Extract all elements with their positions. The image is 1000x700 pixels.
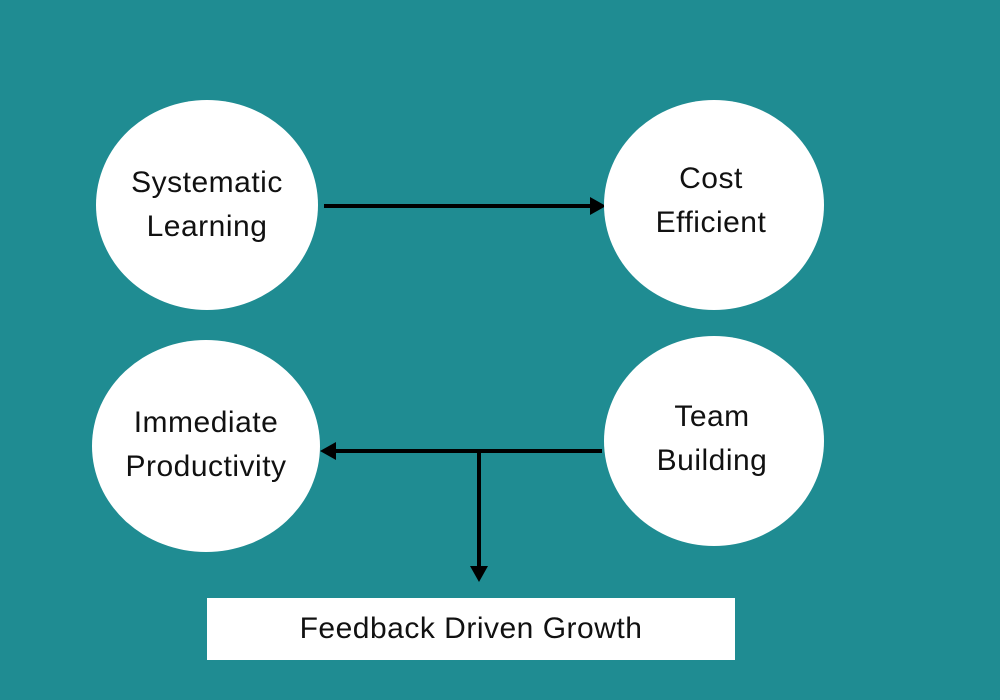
node-immediate-productivity-line1: Immediate [133, 406, 279, 439]
node-systematic-learning-label: Systematic Learning [131, 161, 283, 249]
node-immediate-productivity-label: Immediate Productivity [125, 401, 286, 489]
node-systematic-learning-line1: Systematic [131, 166, 283, 199]
arrowhead-right-icon [590, 197, 606, 215]
outcome-label: Feedback Driven Growth [299, 612, 643, 645]
node-systematic-learning-line2: Learning [146, 210, 268, 243]
node-team-building-line1: Team [674, 400, 750, 433]
node-team-building-line2: Building [656, 444, 768, 477]
node-immediate-productivity-line2: Productivity [125, 450, 287, 483]
node-team-building: Team Building [604, 336, 824, 546]
node-cost-efficient: Cost Efficient [604, 100, 824, 310]
node-systematic-learning: Systematic Learning [96, 100, 318, 310]
arrowhead-left-icon [320, 442, 336, 460]
node-team-building-label: Team Building [657, 395, 768, 483]
node-cost-efficient-line1: Cost [679, 162, 743, 195]
node-cost-efficient-line2: Efficient [655, 206, 767, 239]
arrowhead-down-icon [470, 566, 488, 582]
node-immediate-productivity: Immediate Productivity [92, 340, 320, 552]
outcome-feedback-driven-growth: Feedback Driven Growth [207, 598, 735, 660]
node-cost-efficient-label: Cost Efficient [656, 157, 767, 245]
